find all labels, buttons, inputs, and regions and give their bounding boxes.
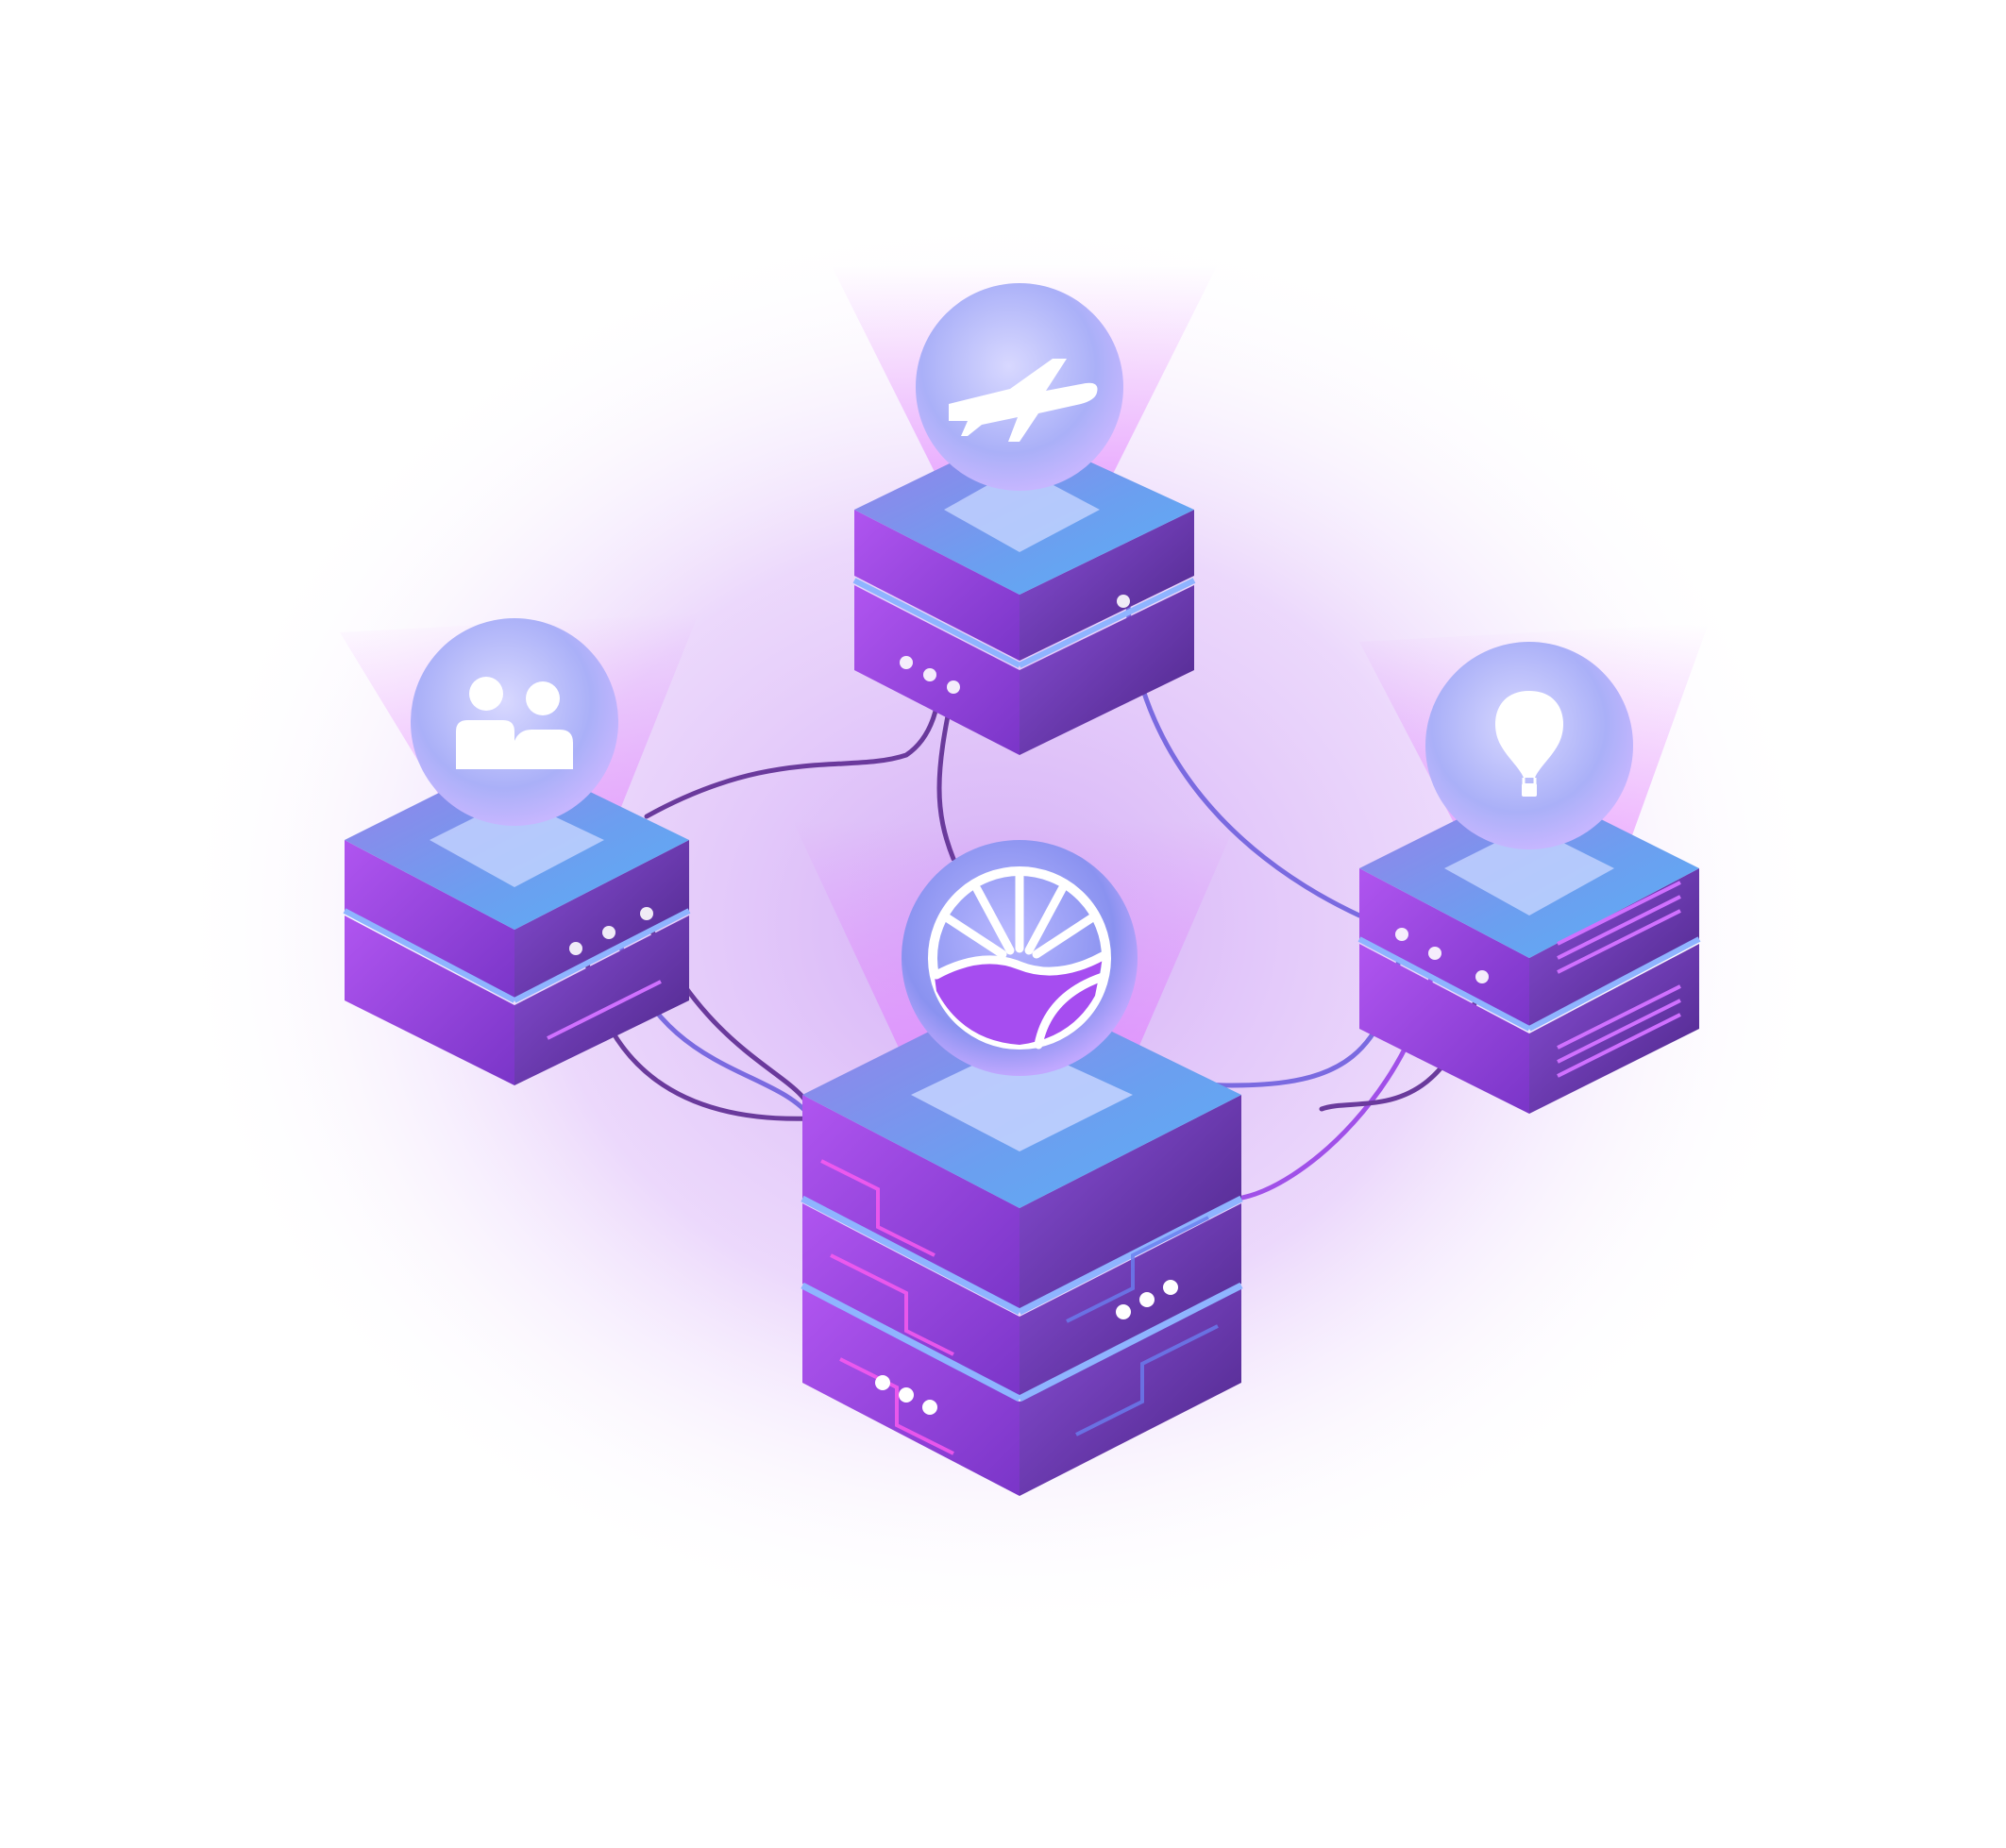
server-left <box>343 755 691 1085</box>
orb-right <box>1425 642 1633 849</box>
airplane-icon <box>949 359 1098 442</box>
orb-top <box>916 283 1123 491</box>
people-group-icon <box>456 677 573 769</box>
server-top <box>852 429 1196 755</box>
sunrise-logo-icon <box>928 866 1111 1050</box>
server-center <box>801 986 1243 1496</box>
orb-center <box>902 840 1138 1076</box>
server-right <box>1357 783 1701 1114</box>
orb-left <box>411 618 618 826</box>
hot-air-balloon-icon <box>1494 691 1564 797</box>
